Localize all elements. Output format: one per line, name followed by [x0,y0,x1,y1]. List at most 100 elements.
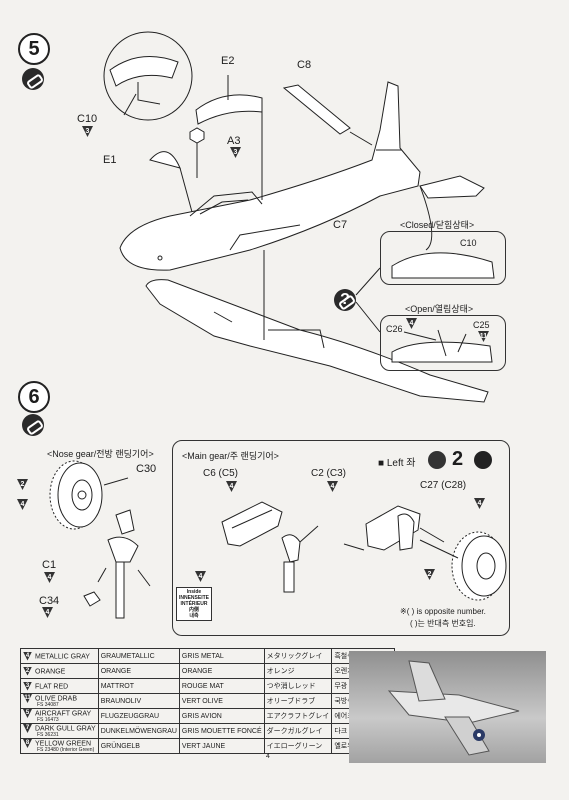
part-a3-color: 3 [230,147,241,158]
inside-note-kr: 내측 [189,613,199,619]
color-name-jp: イエローグリーン [263,738,333,754]
step-5-number: 5 [18,33,50,65]
question-mark: ? [340,291,350,308]
color-name-de: DUNKELMÖWENGRAU [97,723,180,739]
part-main-extra-color: 4 [195,571,206,582]
color-name-fr: GRIS AVION [178,708,265,724]
part-a3: A3 [227,135,241,147]
color-name-fr: ROUGE MAT [178,678,265,694]
part-c34-color: 4 [42,607,53,618]
inside-note-en: Inside [186,589,202,595]
color-name-en: OLIVE DRAB [35,695,78,703]
part-c6: C6 (C5) [203,468,239,479]
part-c30-color-b: 4 [17,499,28,510]
color-name-fr: ORANGE [178,663,265,679]
color-code-badge: 3 [23,681,32,691]
open-part-c26-color: 4 [406,318,417,329]
opposite-note-kr: ( )는 반대측 번호임. [410,619,476,628]
part-c10: C10 [77,113,98,125]
color-code-badge: 8 [23,739,32,748]
direction-icon [474,451,492,469]
part-c8: C8 [297,59,312,71]
color-name-jp: オレンジ [263,663,333,679]
color-code-badge: 7 [23,724,32,733]
repeat-icon [428,451,446,469]
color-name-fr: GRIS MOUETTE FONCÉ [178,723,265,739]
cement-icon [22,68,44,90]
color-fs-code: FS 36231 [37,732,59,738]
inside-note-fr: INTÉRIEUR [180,601,208,607]
color-name-de: ORANGE [97,663,180,679]
color-fs-code: FS 34087 [37,702,59,708]
part-c1: C1 [42,559,57,571]
part-c7: C7 [333,219,348,231]
color-name-de: FLUGZEUGGRAU [97,708,180,724]
open-label: <Open/열림상태> [405,304,474,314]
color-fs-code: FS 23480 (Interior Green) [37,747,95,753]
color-name-fr: VERT JAUNE [178,738,265,754]
color-name-de: MATTROT [97,678,180,694]
nose-gear-label: <Nose gear/전방 랜딩기어> [47,449,154,459]
color-name-jp: メタリックグレイ [263,648,333,664]
open-part-c25: C25 [473,320,490,330]
cement-icon [22,414,44,436]
main-gear-label: <Main gear/주 랜딩기어> [182,451,279,461]
color-code-badge: 2 [23,666,32,676]
color-name-fr: VERT OLIVE [178,693,265,709]
opposite-note-en: ※( ) is opposite number. [400,607,486,616]
part-c34: C34 [39,595,60,607]
color-fs-code: FS 16473 [37,717,59,723]
question-icon [334,289,356,311]
color-code-badge: 4 [23,651,32,661]
part-c2-color: 4 [327,481,338,492]
part-c10-color: 3 [82,126,93,137]
color-name-jp: オリーブドラブ [263,693,333,709]
color-name-jp: ダークガルグレイ [263,723,333,739]
step-5-drawing [103,31,495,403]
open-view-box [380,315,506,371]
finished-model-photo [349,651,546,763]
color-name-en: ORANGE [35,667,66,675]
part-e1: E1 [103,154,117,166]
color-name-en: DARK GULL GRAY [35,725,96,733]
inside-note: Inside INNENSEITE INTÉRIEUR 内侧 내측 [176,587,212,621]
step-6-drawing [49,460,507,619]
color-name-de: GRAUMETALLIC [97,648,180,664]
left-side-label: ■ Left 좌 [378,458,416,469]
part-c30-color-a: 2 [17,479,28,490]
closed-label: <Closed/닫힘상태> [400,220,475,230]
step-6-number: 6 [18,381,50,413]
color-code-badge: 11 [23,694,32,703]
inside-note-jp: 内侧 [188,607,199,613]
color-name-jp: つや消しレッド [263,678,333,694]
open-part-c26: C26 [386,324,403,334]
color-code-badge: 5 [23,709,32,718]
main-gear-box [172,440,510,636]
color-name-en: AIRCRAFT GRAY [35,710,92,718]
color-name-jp: エアクラフトグレイ [263,708,333,724]
part-c27-color-b: 2 [424,569,435,580]
part-c2: C2 (C3) [311,468,347,479]
color-name-de: BRAUNOLIV [97,693,180,709]
page-number: 4 [266,753,270,760]
part-c30: C30 [136,463,157,475]
color-name-en: METALLIC GRAY [35,652,90,660]
part-c1-color: 4 [44,572,55,583]
part-e2: E2 [221,55,235,67]
part-c6-color: 4 [226,481,237,492]
part-c27-color-a: 4 [474,498,485,509]
